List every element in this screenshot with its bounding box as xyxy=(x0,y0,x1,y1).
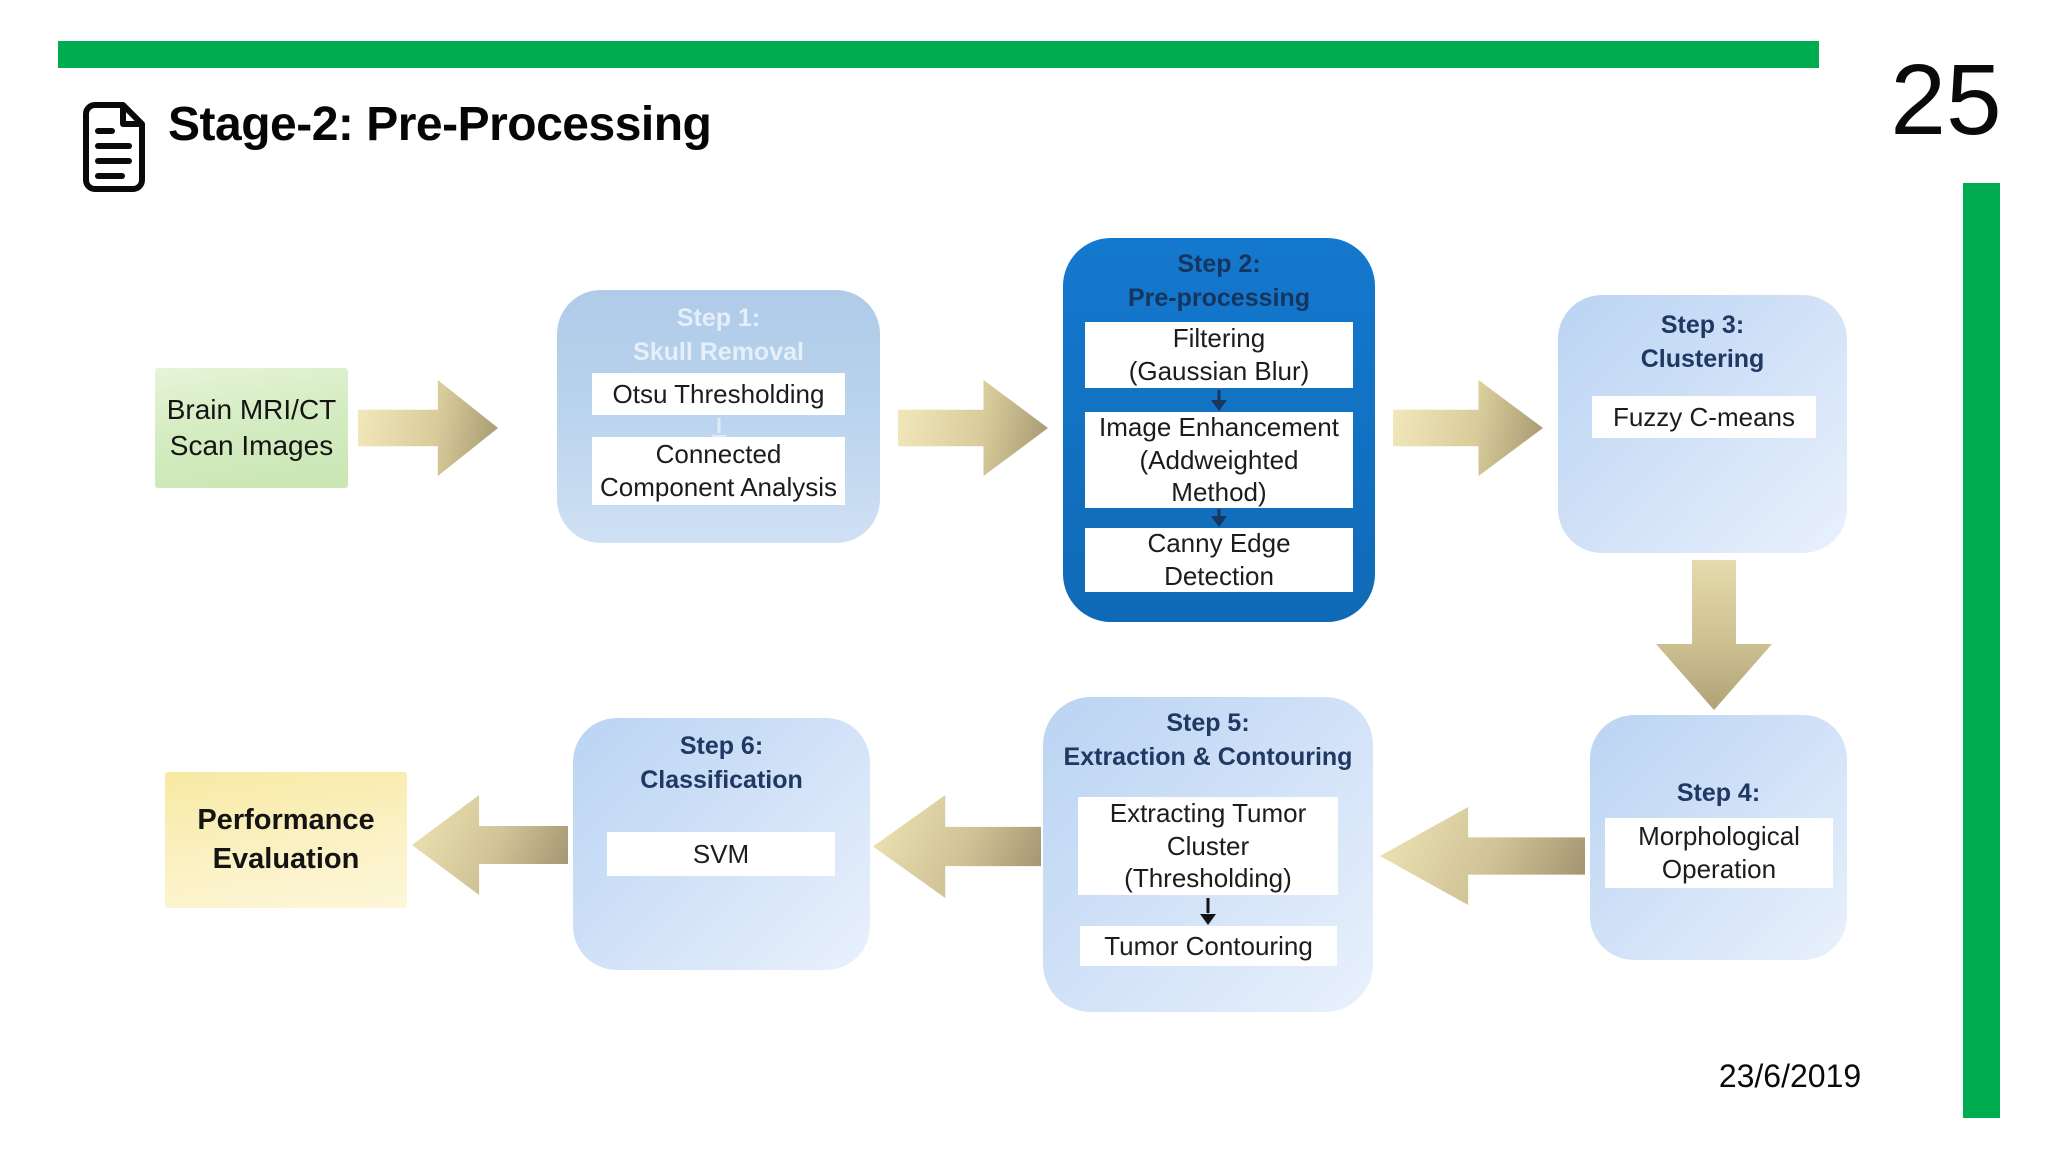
flow-arrow-left-icon xyxy=(412,795,568,895)
flow-arrow-right-icon xyxy=(898,380,1048,476)
flow-node-step4: Step 4: Morphological Operation xyxy=(1590,715,1847,960)
step1-title: Step 1: Skull Removal xyxy=(633,304,804,366)
step2-title: Step 2: Pre-processing xyxy=(1127,250,1310,312)
connector-arrow-icon xyxy=(1195,898,1221,925)
step5-title: Step 5: Extraction & Contouring xyxy=(1063,709,1353,771)
step6-item-svm: SVM xyxy=(607,832,835,876)
flow-arrow-down-icon xyxy=(1656,560,1772,710)
document-icon xyxy=(70,101,154,193)
right-accent-bar xyxy=(1963,183,2000,1118)
step3-title: Step 3: Clustering xyxy=(1640,311,1765,373)
flow-node-step2: Step 2: Pre-processing Filtering (Gaussi… xyxy=(1063,238,1375,622)
step1-item-cca: Connected Component Analysis xyxy=(592,437,845,505)
slide-date: 23/6/2019 xyxy=(1718,1058,1862,1094)
flow-arrow-left-icon xyxy=(1380,807,1585,905)
top-accent-bar xyxy=(58,41,1819,68)
flow-arrow-right-icon xyxy=(358,380,498,476)
step4-item-morphological: Morphological Operation xyxy=(1605,818,1833,888)
flow-arrow-right-icon xyxy=(1393,380,1543,476)
page-title: Stage-2: Pre-Processing xyxy=(168,97,712,151)
flow-node-step6: Step 6: Classification SVM xyxy=(573,718,870,970)
step4-title: Step 4: xyxy=(1676,779,1761,807)
flow-node-output: Performance Evaluation xyxy=(165,772,407,908)
flow-node-step5: Step 5: Extraction & Contouring Extracti… xyxy=(1043,697,1373,1012)
flow-node-step1: Step 1: Skull Removal Otsu Thresholding … xyxy=(557,290,880,543)
flow-node-step3: Step 3: Clustering Fuzzy C-means xyxy=(1558,295,1847,553)
step5-item-contouring: Tumor Contouring xyxy=(1080,926,1337,966)
step2-item-enhancement: Image Enhancement (Addweighted Method) xyxy=(1085,412,1353,508)
flow-arrow-left-icon xyxy=(873,795,1041,898)
step2-item-filtering: Filtering (Gaussian Blur) xyxy=(1085,322,1353,388)
step3-item-fuzzy: Fuzzy C-means xyxy=(1592,396,1816,438)
step2-item-canny: Canny Edge Detection xyxy=(1085,528,1353,592)
step5-item-extracting: Extracting Tumor Cluster (Thresholding) xyxy=(1078,797,1338,895)
flow-node-input: Brain MRI/CT Scan Images xyxy=(155,368,348,488)
step6-title: Step 6: Classification xyxy=(640,732,803,794)
connector-arrow-icon xyxy=(1206,509,1232,527)
step1-item-otsu: Otsu Thresholding xyxy=(592,373,845,415)
connector-arrow-icon xyxy=(1206,390,1232,411)
page-number: 25 xyxy=(1890,44,2002,156)
